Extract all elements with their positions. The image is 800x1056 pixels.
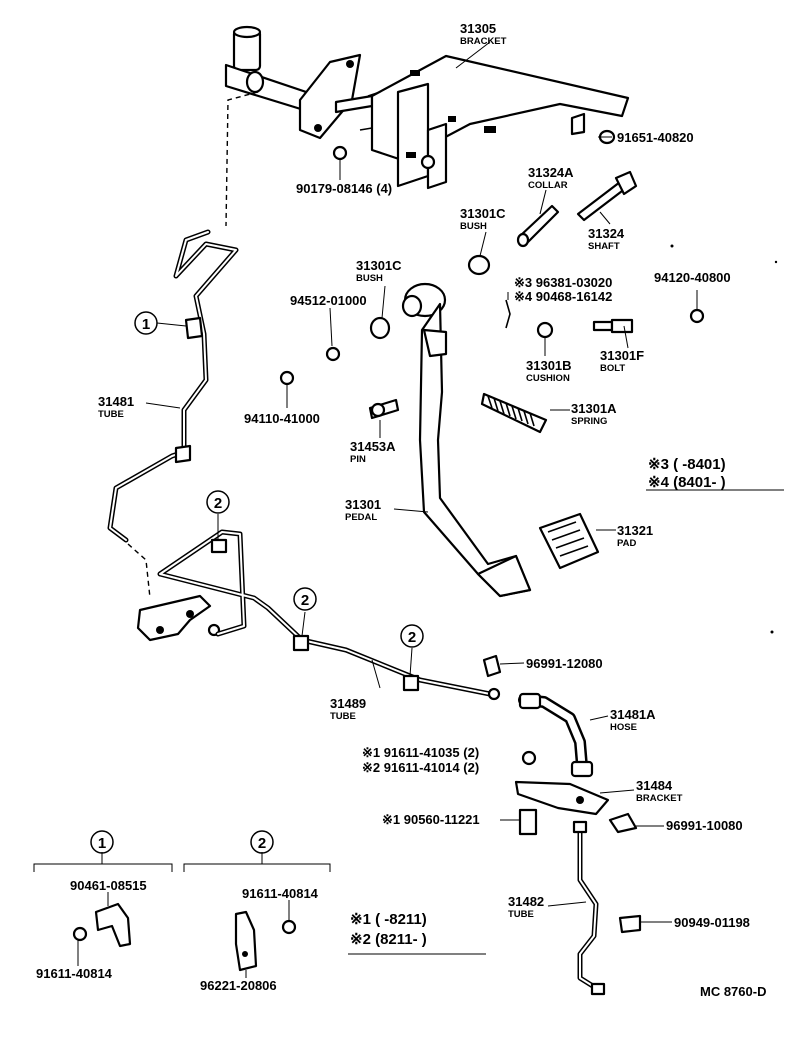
leader-lines — [77, 41, 698, 978]
callout-2-b: 2 — [293, 587, 317, 611]
callout-1-detail: 1 — [90, 830, 114, 854]
bracket-31305-drawing — [359, 54, 630, 190]
svg-text:31301C: 31301C — [460, 206, 506, 221]
svg-text:PAD: PAD — [617, 538, 636, 549]
label-note-2-bolt: ※2 91611-41014 (2) — [362, 760, 479, 775]
label-91651-40820: 91651-40820 — [617, 130, 694, 145]
svg-text:31481: 31481 — [98, 394, 134, 409]
callout-2-detail: 2 — [250, 830, 274, 854]
label-collar-31324a: 31324A COLLAR — [528, 165, 574, 191]
svg-text:BUSH: BUSH — [356, 273, 383, 284]
svg-text:31301F: 31301F — [600, 348, 644, 363]
svg-text:BRACKET: BRACKET — [636, 793, 683, 804]
label-tube-31482: 31482 TUBE — [508, 894, 544, 920]
label-pad-31321: 31321 PAD — [617, 523, 653, 549]
svg-text:SPRING: SPRING — [571, 416, 607, 427]
label-note-3: ※3 96381-03020 — [514, 275, 612, 290]
svg-text:※2 (8211- ): ※2 (8211- ) — [350, 931, 427, 948]
pedal-drawing — [401, 282, 532, 598]
svg-text:31301C: 31301C — [356, 258, 402, 273]
fastener-drawings — [279, 129, 705, 420]
svg-text:1: 1 — [98, 835, 106, 852]
svg-text:31453A: 31453A — [350, 439, 396, 454]
label-94110-41000: 94110-41000 — [244, 411, 320, 426]
detail-parts-drawing — [72, 902, 297, 972]
spring-drawing — [480, 392, 548, 434]
label-91611-40814-b: 91611-40814 — [242, 886, 319, 901]
label-96991-12080: 96991-12080 — [526, 656, 603, 671]
label-91611-40814-a: 91611-40814 — [36, 966, 113, 981]
svg-text:※1 ( -8211): ※1 ( -8211) — [350, 911, 427, 928]
svg-text:31324: 31324 — [588, 226, 625, 241]
label-cushion-31301b: 31301B CUSHION — [526, 358, 572, 384]
legend-bottom: ※1 ( -8211) ※2 (8211- ) — [350, 911, 427, 948]
svg-text:31324A: 31324A — [528, 165, 574, 180]
label-90949-01198: 90949-01198 — [674, 915, 750, 930]
label-note-4: ※4 90468-16142 — [514, 289, 612, 304]
svg-text:TUBE: TUBE — [330, 711, 356, 722]
svg-text:31482: 31482 — [508, 894, 544, 909]
svg-text:BRACKET: BRACKET — [460, 36, 507, 47]
svg-text:TUBE: TUBE — [508, 909, 534, 920]
label-90179-08146: 90179-08146 (4) — [296, 181, 392, 196]
svg-text:PIN: PIN — [350, 454, 366, 465]
label-94120-40800: 94120-40800 — [654, 270, 731, 285]
label-96221-20806: 96221-20806 — [200, 978, 277, 993]
label-bracket-31484: 31484 BRACKET — [636, 778, 683, 804]
svg-text:2: 2 — [214, 495, 222, 512]
svg-text:BOLT: BOLT — [600, 363, 625, 374]
svg-text:31481A: 31481A — [610, 707, 656, 722]
label-spring-31301a: 31301A SPRING — [571, 401, 617, 427]
label-hose-31481a: 31481A HOSE — [610, 707, 656, 733]
svg-text:31321: 31321 — [617, 523, 653, 538]
label-tube-31481: 31481 TUBE — [98, 394, 134, 420]
svg-text:31301: 31301 — [345, 497, 381, 512]
label-bolt-31301f: 31301F BOLT — [600, 348, 644, 374]
svg-text:SHAFT: SHAFT — [588, 241, 620, 252]
master-cylinder-drawing — [224, 25, 374, 140]
svg-text:BUSH: BUSH — [460, 221, 487, 232]
label-pedal-31301: 31301 PEDAL — [345, 497, 381, 523]
pad-drawing — [538, 512, 600, 570]
svg-text:2: 2 — [258, 835, 266, 852]
callout-2-a: 2 — [206, 490, 230, 514]
label-90560-11221: ※1 90560-11221 — [382, 812, 480, 827]
label-tube-31489: 31489 TUBE — [330, 696, 366, 722]
svg-text:HOSE: HOSE — [610, 722, 637, 733]
tube-drawings — [107, 91, 642, 996]
callout-1-main: 1 — [134, 311, 158, 335]
callout-2-c: 2 — [400, 624, 424, 648]
label-90461-08515: 90461-08515 — [70, 878, 147, 893]
label-shaft-31324: 31324 SHAFT — [588, 226, 625, 252]
svg-text:31301A: 31301A — [571, 401, 617, 416]
svg-text:PEDAL: PEDAL — [345, 512, 377, 523]
svg-text:31305: 31305 — [460, 21, 496, 36]
label-note-1-bolt: ※1 91611-41035 (2) — [362, 745, 479, 760]
legend-right: ※3 ( -8401) ※4 (8401- ) — [648, 456, 726, 491]
label-bracket-31305: 31305 BRACKET — [460, 21, 507, 47]
svg-text:COLLAR: COLLAR — [528, 180, 568, 191]
label-94512-01000: 94512-01000 — [290, 293, 367, 308]
label-bush-left: 31301C BUSH — [356, 258, 402, 284]
label-96991-10080: 96991-10080 — [666, 818, 743, 833]
svg-text:31484: 31484 — [636, 778, 673, 793]
detail-section-brackets — [33, 489, 784, 955]
svg-text:※4 (8401- ): ※4 (8401- ) — [648, 474, 726, 491]
svg-text:31489: 31489 — [330, 696, 366, 711]
svg-text:※3 ( -8401): ※3 ( -8401) — [648, 456, 726, 473]
label-pin-31453a: 31453A PIN — [350, 439, 396, 465]
svg-text:CUSHION: CUSHION — [526, 373, 570, 384]
label-bush-upper: 31301C BUSH — [460, 206, 506, 232]
svg-text:1: 1 — [142, 316, 150, 333]
svg-text:2: 2 — [408, 629, 416, 646]
svg-text:31301B: 31301B — [526, 358, 572, 373]
svg-text:TUBE: TUBE — [98, 409, 124, 420]
reference-code: MC 8760-D — [700, 984, 766, 999]
svg-text:2: 2 — [301, 592, 309, 609]
